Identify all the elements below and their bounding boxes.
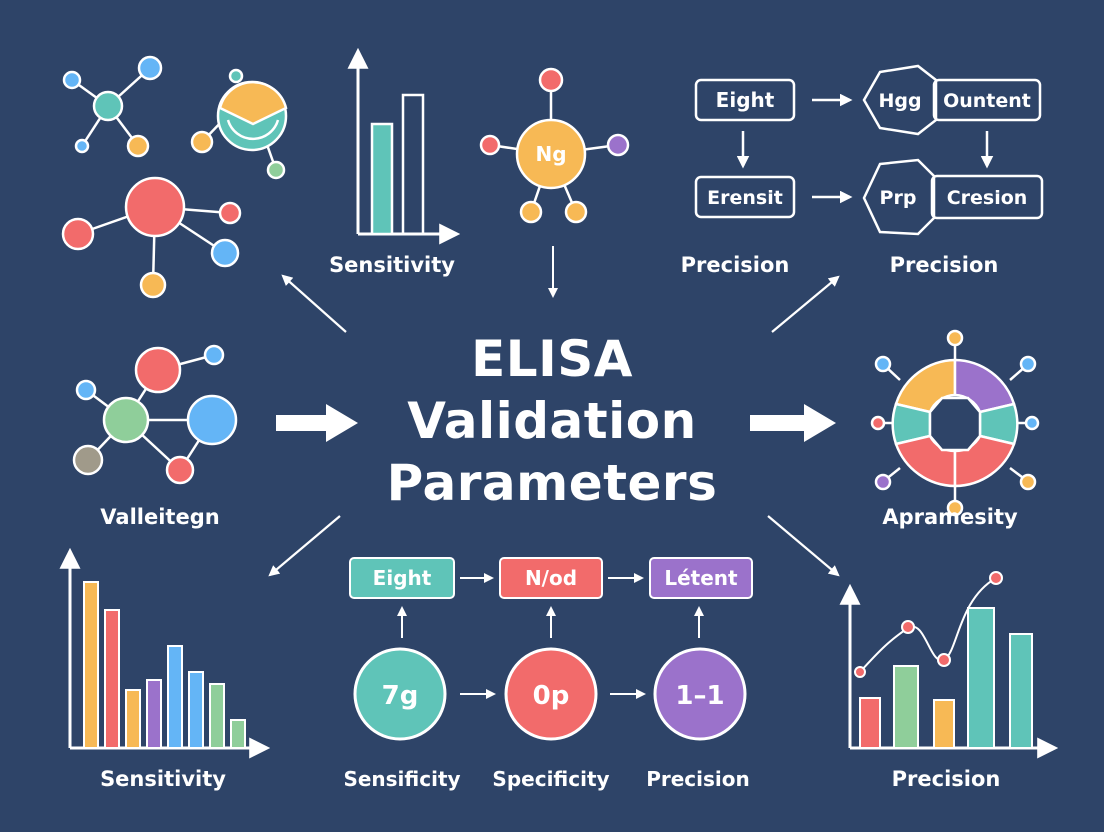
bottom-bar-chart-label: Sensitivity	[100, 767, 226, 791]
center-node-label: Ng	[535, 142, 566, 166]
bar	[83, 581, 99, 749]
flow-hex-hgg-text: Hgg	[878, 90, 921, 112]
bar	[188, 671, 204, 749]
flow-hex-prp	[862, 158, 936, 236]
big-arrow-left	[276, 404, 358, 442]
flow-label-right: Precision	[890, 253, 999, 277]
top-bar-chart-label: Sensitivity	[329, 253, 455, 277]
left-network-label: Valleitegn	[100, 505, 219, 529]
bar	[230, 719, 246, 749]
bar	[370, 122, 394, 236]
bar	[967, 607, 995, 749]
bottom-circle-row	[353, 647, 747, 741]
left-network-icon	[72, 344, 238, 485]
right-ring-label: Apramesity	[882, 505, 1018, 529]
flow-box-cresion-text: Cresion	[947, 187, 1028, 209]
bottom-right-chart-label: Precision	[892, 767, 1001, 791]
title-line-1: ELISA	[471, 330, 633, 388]
right-ring-icon	[870, 329, 1040, 517]
bar	[125, 689, 141, 749]
bar	[859, 697, 881, 749]
flow-hex-hgg	[862, 64, 938, 136]
flow-box-erensit-text: Erensit	[707, 187, 783, 209]
pill-letent	[649, 557, 753, 599]
bar	[893, 665, 919, 749]
bar	[1009, 633, 1033, 749]
arrow-to-top-right	[771, 275, 840, 333]
flow-hex-prp-text: Prp	[880, 187, 917, 209]
center-node-icon	[479, 67, 630, 224]
circle-0p-text: 0p	[533, 681, 570, 711]
bar	[167, 645, 183, 749]
connector-arrows	[268, 274, 840, 577]
bar	[104, 609, 120, 749]
circle-0p	[504, 647, 598, 741]
pill-eight	[349, 557, 455, 599]
circle-7g-text: 7g	[382, 681, 419, 711]
molecule-icon-top-left	[61, 55, 288, 299]
title-line-2: Validation	[407, 392, 697, 450]
flow-box-erensit	[694, 175, 796, 219]
bottom-left-bar-chart	[59, 547, 271, 759]
circle-mid-label: Specificity	[492, 767, 609, 791]
big-arrow-right	[750, 404, 836, 442]
title-line-3: Parameters	[386, 454, 718, 512]
circle-1-1	[653, 647, 747, 741]
flow-box-ountent-text: Ountent	[943, 90, 1031, 112]
bottom-right-combo-chart	[839, 571, 1059, 759]
circle-left-label: Sensificity	[343, 767, 460, 791]
flow-box-eight-text: Eight	[716, 88, 775, 112]
bar	[933, 699, 955, 749]
arrow-to-bottom-left	[268, 515, 341, 577]
bar	[209, 683, 225, 749]
flow-box-eight	[694, 78, 796, 122]
circle-1-1-text: 1–1	[675, 681, 724, 711]
circle-right-label: Precision	[646, 767, 750, 791]
flow-label-left: Precision	[681, 253, 790, 277]
pill-letent-text: Létent	[664, 566, 738, 590]
bar	[146, 679, 162, 749]
pill-nod	[499, 557, 603, 599]
top-right-flowchart	[694, 64, 1044, 236]
circle-7g	[353, 647, 447, 741]
arrow-to-top-left	[281, 274, 347, 333]
flow-box-cresion	[930, 174, 1044, 220]
pill-eight-text: Eight	[373, 566, 432, 590]
flow-box-ountent	[932, 78, 1042, 122]
arrow-to-bottom-right	[767, 515, 840, 577]
bar	[401, 93, 425, 236]
pill-nod-text: N/od	[525, 566, 577, 590]
bottom-pill-row	[349, 557, 753, 638]
top-bar-chart	[347, 47, 461, 245]
